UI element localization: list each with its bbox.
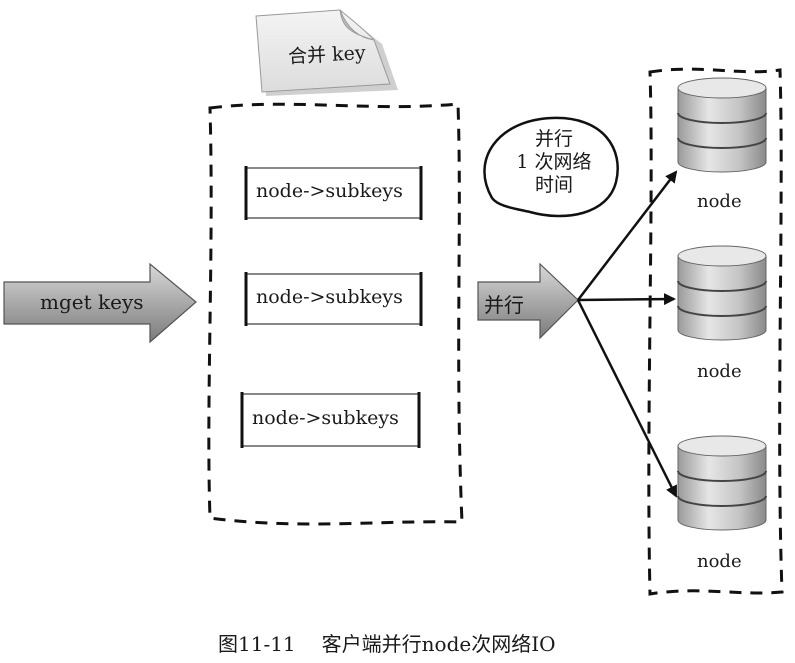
mget-keys-label: mget keys: [40, 290, 144, 314]
bubble-line: 时间: [534, 174, 573, 196]
bubble-line: 并行: [534, 128, 573, 150]
mget-keys-arrow: [3, 262, 197, 344]
subkey-label: node->subkeys: [252, 407, 399, 429]
bubble-text: 并行 1 次网络 时间: [496, 128, 612, 197]
fanout-arrow-middle: [577, 293, 676, 306]
subkey-label: node->subkeys: [256, 286, 403, 308]
node-container: [647, 67, 784, 596]
merge-container: [207, 102, 464, 526]
database-icon: [677, 77, 767, 173]
fanout-arrow-top: [577, 170, 678, 301]
subkey-box: [244, 166, 423, 220]
node-label: node: [697, 191, 742, 212]
subkey-box: [240, 392, 421, 448]
note-shape: [255, 9, 398, 96]
fanout-arrow-bottom: [576, 299, 678, 498]
figure-number: 图11-11: [218, 632, 296, 656]
node-label: node: [697, 551, 742, 572]
parallel-label: 并行: [484, 293, 524, 317]
figure-title: 客户端并行node次网络IO: [321, 632, 556, 656]
parallel-arrow: [477, 262, 579, 340]
bubble-line: 1 次网络: [516, 151, 592, 173]
subkey-box: [244, 272, 423, 326]
note-label: 合并 key: [287, 41, 367, 69]
subkey-label: node->subkeys: [256, 180, 403, 202]
network-time-bubble: [483, 116, 619, 218]
database-icon: [677, 245, 767, 341]
node-label: node: [697, 361, 742, 382]
figure-caption: 图11-11 客户端并行node次网络IO: [218, 628, 556, 657]
database-icon: [677, 435, 767, 531]
